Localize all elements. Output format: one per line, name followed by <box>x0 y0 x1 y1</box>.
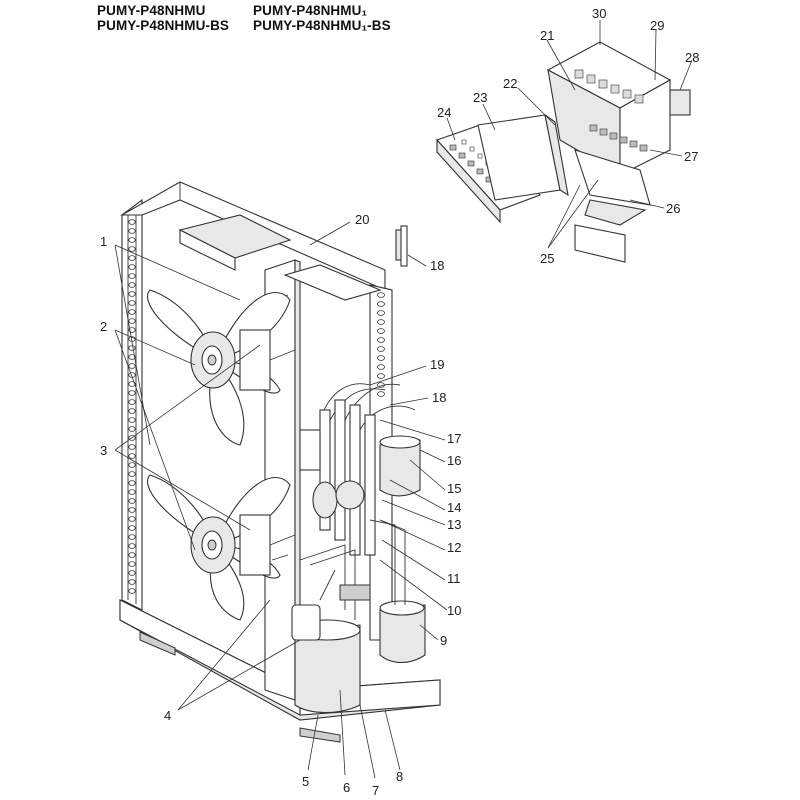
callout-27: 27 <box>684 149 698 164</box>
callout-20: 20 <box>355 212 369 227</box>
refrigerant-piping <box>299 383 421 620</box>
callout-7: 7 <box>372 783 379 798</box>
callout-23: 23 <box>473 90 487 105</box>
model-title-1: PUMY-P48NHMU <box>97 3 206 18</box>
callout-24: 24 <box>437 105 451 120</box>
callout-11: 11 <box>447 571 461 586</box>
callout-22: 22 <box>503 76 517 91</box>
terminal-part-28 <box>669 89 691 116</box>
top-panel <box>283 264 382 301</box>
callout-13: 13 <box>447 517 461 532</box>
outdoor-unit-illustration <box>119 181 441 743</box>
bracket-part-18 <box>395 225 408 267</box>
callout-18-lower: 18 <box>432 390 446 405</box>
callout-17: 17 <box>447 431 461 446</box>
propeller-fan-upper <box>147 289 291 446</box>
control-box-illustration <box>436 41 691 263</box>
callout-18-upper: 18 <box>430 258 444 273</box>
callout-2: 2 <box>100 319 107 334</box>
callout-21: 21 <box>540 28 554 43</box>
callout-4: 4 <box>164 708 171 723</box>
callout-12: 12 <box>447 540 461 555</box>
top-frame <box>119 181 386 291</box>
callout-29: 29 <box>650 18 664 33</box>
leader-lines <box>114 20 693 779</box>
callout-30: 30 <box>592 6 606 21</box>
callout-15: 15 <box>447 481 461 496</box>
model-title-3: PUMY-P48NHMU₁ <box>253 3 368 18</box>
callout-25: 25 <box>540 251 554 266</box>
callout-1: 1 <box>100 234 107 249</box>
callout-3: 3 <box>100 443 107 458</box>
model-title-4: PUMY-P48NHMU₁-BS <box>253 18 391 33</box>
callout-19: 19 <box>430 357 444 372</box>
callout-14: 14 <box>447 500 461 515</box>
callout-28: 28 <box>685 50 699 65</box>
accumulator <box>379 600 426 664</box>
fan-motor-support <box>239 329 296 576</box>
electrical-box <box>477 113 569 201</box>
control-box-main <box>546 41 672 176</box>
callout-6: 6 <box>343 780 350 795</box>
callout-8: 8 <box>396 769 403 784</box>
heat-exchanger-rear <box>121 198 143 611</box>
callout-labels: 1 2 3 4 5 6 7 8 9 10 11 12 13 14 15 16 1… <box>100 6 699 798</box>
callout-16: 16 <box>447 453 461 468</box>
callout-10: 10 <box>447 603 461 618</box>
power-board <box>574 149 651 263</box>
callout-9: 9 <box>440 633 447 648</box>
model-title-2: PUMY-P48NHMU-BS <box>97 18 230 33</box>
callout-5: 5 <box>302 774 309 789</box>
callout-26: 26 <box>666 201 680 216</box>
